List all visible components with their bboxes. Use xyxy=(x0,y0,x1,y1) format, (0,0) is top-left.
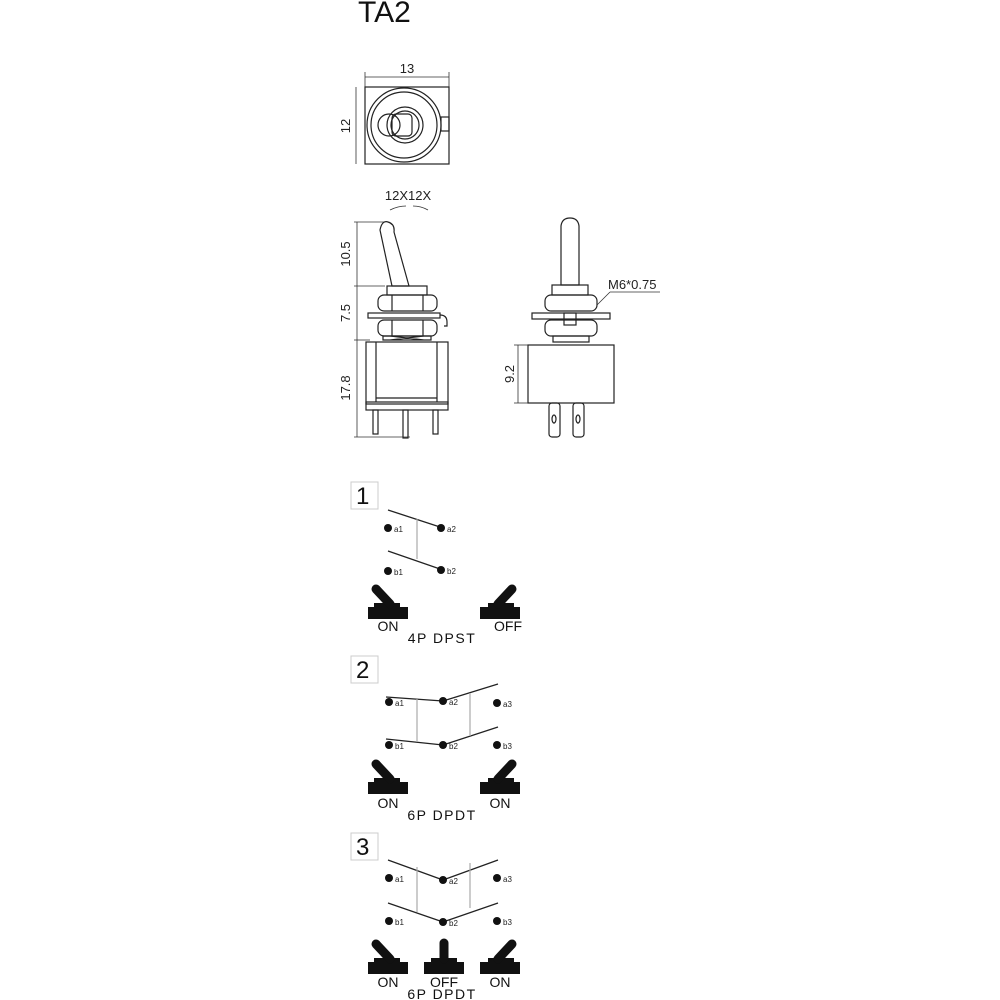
top-height-label: 12 xyxy=(338,119,353,133)
switch-type-label: 6P DPDT xyxy=(407,986,476,1000)
toggle-on-icon xyxy=(368,764,408,794)
terminal-label: a2 xyxy=(449,877,458,886)
thread-label: M6*0.75 xyxy=(608,277,656,292)
terminal-label: b1 xyxy=(394,568,403,577)
toggle-on-icon xyxy=(368,944,408,974)
angle-label: 12X12X xyxy=(385,188,432,203)
terminal-label: b1 xyxy=(395,742,404,751)
toggle-on-icon xyxy=(368,589,408,619)
section-number: 3 xyxy=(356,834,369,861)
position-label: ON xyxy=(378,795,399,811)
title: TA2 xyxy=(358,0,411,29)
front-body-height-label: 9.2 xyxy=(502,365,517,383)
section-2-schematic: 2 a1 a2 a3 b1 b2 b3 ON ON 6P DPDT xyxy=(350,655,520,823)
section-1-schematic: 1 a1 a2 b1 b2 ON OFF 4P DPST xyxy=(350,481,522,646)
terminal-label: a2 xyxy=(447,525,456,534)
section-number: 2 xyxy=(356,657,369,684)
position-label: ON xyxy=(378,618,399,634)
terminal-label: b2 xyxy=(449,919,458,928)
position-label: ON xyxy=(490,974,511,990)
side-view: 12X12X 10.5 7.5 17.8 xyxy=(338,188,449,439)
terminal-label: b1 xyxy=(395,918,404,927)
bushing-height-label: 7.5 xyxy=(338,304,353,322)
position-label: ON xyxy=(490,795,511,811)
terminal-label: a1 xyxy=(395,875,404,884)
toggle-on-icon xyxy=(480,944,520,974)
section-3-schematic: 3 a1 a2 a3 b1 b2 b3 ON OFF ON 6P DPDT xyxy=(350,832,520,1000)
terminal-label: a1 xyxy=(395,699,404,708)
section-number: 1 xyxy=(356,483,369,510)
terminal-label: b2 xyxy=(447,567,456,576)
top-view: 13 12 xyxy=(338,61,450,165)
position-label: ON xyxy=(378,974,399,990)
terminal-label: a3 xyxy=(503,700,512,709)
toggle-off-icon xyxy=(480,589,520,619)
terminal-label: a2 xyxy=(449,698,458,707)
toggle-on-icon xyxy=(480,764,520,794)
toggle-off-icon xyxy=(424,943,464,974)
switch-type-label: 6P DPDT xyxy=(407,807,476,823)
top-width-label: 13 xyxy=(400,61,414,76)
terminal-label: b2 xyxy=(449,742,458,751)
front-view: M6*0.75 9.2 xyxy=(502,217,660,438)
terminal-label: a3 xyxy=(503,875,512,884)
position-label: OFF xyxy=(430,974,458,990)
terminal-label: a1 xyxy=(394,525,403,534)
lever-height-label: 10.5 xyxy=(338,241,353,266)
switch-type-label: 4P DPST xyxy=(408,630,477,646)
terminal-label: b3 xyxy=(503,918,512,927)
position-label: OFF xyxy=(494,618,522,634)
terminal-label: b3 xyxy=(503,742,512,751)
body-height-label: 17.8 xyxy=(338,375,353,400)
